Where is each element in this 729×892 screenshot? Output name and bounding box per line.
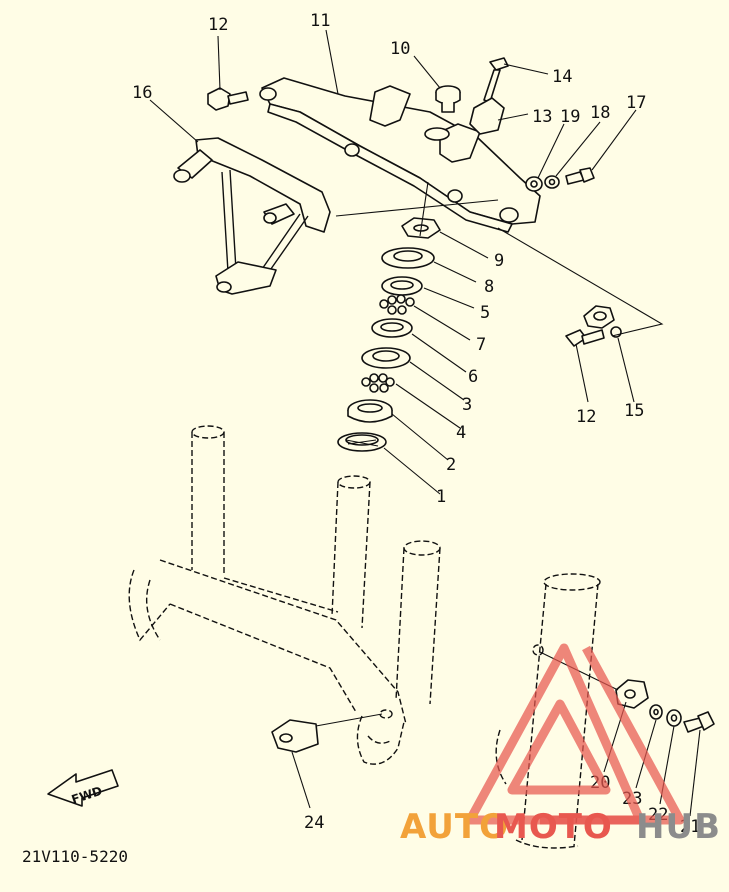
fwd-arrow-icon: FWD — [47, 769, 119, 807]
bracket-part-24 — [271, 713, 383, 753]
bolt-part-21 — [683, 711, 715, 733]
upper-bracket-part-11 — [259, 77, 541, 233]
callout-14: 14 — [552, 67, 572, 87]
callout-12-right: 12 — [576, 407, 596, 427]
ball-race-part-6 — [371, 318, 413, 338]
callout-2: 2 — [446, 455, 456, 475]
logo-text-moto: MOTO — [494, 807, 613, 847]
callout-15: 15 — [624, 401, 644, 421]
logo-text-hub: HUB — [636, 807, 721, 847]
lower-bracket-part-16 — [173, 137, 331, 295]
callout-19: 19 — [560, 107, 580, 127]
bolt-part-12-top — [207, 87, 249, 111]
bolt-part-12-right — [565, 326, 622, 347]
washer-part-18 — [544, 175, 560, 189]
callout-7: 7 — [476, 335, 486, 355]
cover-part-8 — [381, 247, 435, 269]
callout-17: 17 — [626, 93, 646, 113]
assembly-guide-lines — [335, 181, 664, 337]
callout-9: 9 — [494, 251, 504, 271]
callout-5: 5 — [480, 303, 490, 323]
washer-part-23 — [649, 704, 663, 720]
callout-11: 11 — [310, 11, 330, 31]
callout-18: 18 — [590, 103, 610, 123]
callout-6: 6 — [468, 367, 478, 387]
callout-8: 8 — [484, 277, 494, 297]
callout-10: 10 — [390, 39, 410, 59]
automotohub-logo: AUTO MOTO HUB — [400, 643, 721, 847]
callout-21: 21 — [680, 817, 700, 837]
part-code: 21V110-5220 — [22, 847, 128, 866]
callout-12-top: 12 — [208, 15, 228, 35]
long-bolt-part-14 — [483, 57, 509, 103]
washer-part-22 — [666, 709, 682, 727]
clamp-cap-part-13 — [469, 97, 505, 135]
logo-text-auto: AUTO — [400, 807, 509, 847]
washer-part-19 — [525, 176, 543, 192]
ball-set-part-7 — [379, 294, 415, 315]
callout-16: 16 — [132, 83, 152, 103]
ball-race-part-3 — [361, 347, 411, 369]
callout-1: 1 — [436, 487, 446, 507]
callout-13: 13 — [532, 107, 552, 127]
callout-24: 24 — [304, 813, 324, 833]
ball-race-part-5 — [381, 276, 423, 296]
callout-4: 4 — [456, 423, 466, 443]
ball-race-part-2 — [347, 399, 393, 423]
cap-bolt-part-10 — [435, 85, 461, 113]
frame-outline — [128, 425, 601, 849]
dust-seal-part-1 — [337, 432, 387, 452]
ball-set-part-4 — [361, 373, 395, 393]
callout-3: 3 — [462, 395, 472, 415]
bolt-part-17 — [565, 167, 595, 185]
bracket-part-15 — [583, 305, 615, 329]
